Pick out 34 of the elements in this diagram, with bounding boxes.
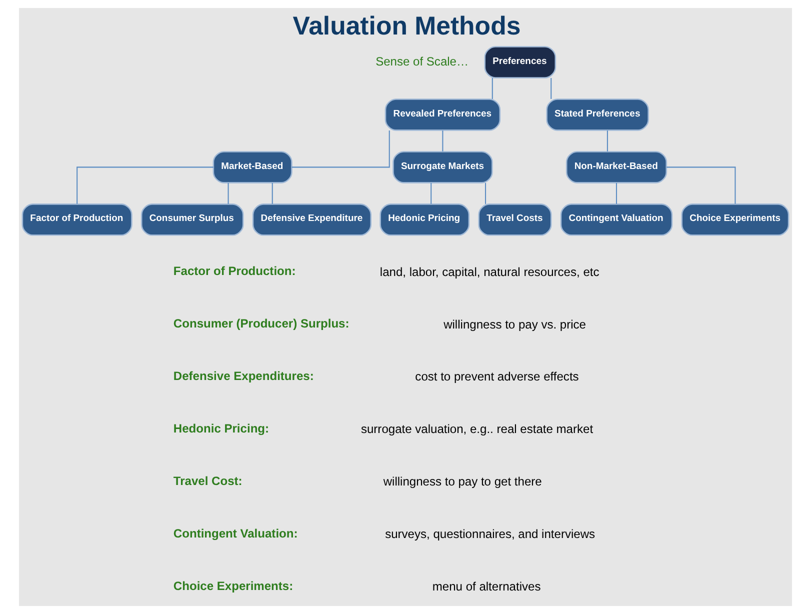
node-box: Choice Experiments: [680, 204, 789, 236]
connector: [606, 130, 608, 152]
connector: [550, 78, 552, 99]
node-box: Revealed Preferences: [384, 98, 500, 131]
node-box: Market-Based: [212, 151, 292, 184]
label: Choice Experiments: menu of alternatives: [172, 578, 540, 594]
node-box: Travel Costs: [478, 204, 552, 236]
node-box: Hedonic Pricing: [379, 204, 470, 236]
connector: [442, 130, 443, 152]
node-box: Factor of Production: [21, 204, 132, 236]
node-box: Preferences: [484, 46, 556, 78]
label: Defensive Expenditures: cost to prevent adverse effects: [172, 368, 578, 384]
node-box: Consumer Surplus: [140, 204, 244, 236]
connector: [227, 182, 228, 204]
connector: [76, 166, 213, 204]
label: Factor of Production: land, labor, capital, natural resources, etc: [172, 264, 599, 279]
connector: [484, 182, 486, 204]
node-box: Defensive Expenditure: [252, 204, 372, 236]
label: Consumer (Producer) Surplus: willingness to pay vs. price: [172, 316, 586, 332]
label: Travel Cost: willingness to pay to get there: [172, 474, 542, 489]
node-box: Contingent Valuation: [560, 204, 672, 236]
connector: [666, 166, 736, 204]
connector: [271, 182, 272, 204]
label: Sense of Scale…: [375, 54, 468, 68]
label: Contingent Valuation: surveys, questionnaires, and interviews: [172, 526, 595, 542]
node-box: Surrogate Markets: [392, 151, 492, 184]
node-box: Non-Market-Based: [565, 151, 667, 184]
diagram-title: Valuation Methods: [292, 12, 520, 41]
connector: [291, 130, 390, 168]
label: Hedonic Pricing: surrogate valuation, e.g.. real estate market: [172, 421, 593, 436]
connector: [615, 182, 616, 204]
node-box: Stated Preferences: [546, 98, 648, 131]
connector: [430, 182, 432, 204]
connector: [491, 78, 492, 99]
